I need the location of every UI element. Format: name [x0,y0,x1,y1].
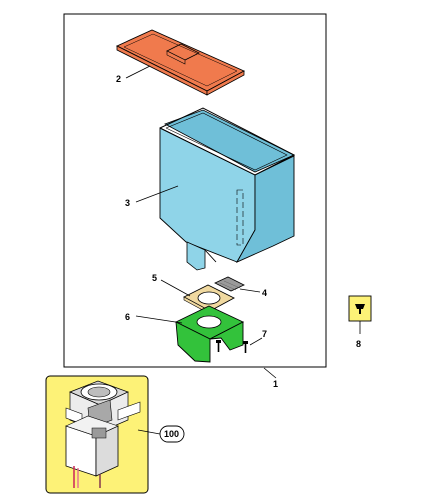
part-8[interactable] [348,295,372,322]
screen-hatch-1 [219,282,237,291]
hopper-level-window [236,189,244,246]
hopper-side-face [235,155,295,263]
callout-100[interactable]: 100 [164,429,179,439]
callout-5[interactable]: 5 [152,273,157,283]
screen-plate [214,276,245,292]
leader-line-2 [125,65,151,79]
lid-part[interactable] [115,29,246,96]
callout-4[interactable]: 4 [262,288,267,298]
bracket-part[interactable] [174,305,245,363]
lid-inner-rim [123,33,238,87]
leader-line-7 [249,337,263,346]
lid-boss-side [166,50,186,65]
screen-part[interactable] [214,276,245,292]
bracket-left-leg [175,321,211,363]
hopper-inner-rim [165,112,288,171]
assembly-right-flange [117,401,141,421]
leader-line-3 [135,185,179,203]
lid-end-face [206,70,245,96]
callout-8[interactable]: 8 [356,339,361,349]
hopper-outlet-edge [204,249,217,263]
callout-7[interactable]: 7 [262,329,267,339]
callout-100-badge [159,425,185,443]
callout-6[interactable]: 6 [125,312,130,322]
screw-left [216,340,221,352]
callout-1[interactable]: 1 [273,379,278,389]
hopper-outlet [186,241,206,271]
hopper-top-rim [159,107,296,176]
assembly-inlet-inner [87,386,111,398]
gasket-part[interactable] [183,284,235,315]
part-8-fastener-icon [355,304,365,314]
screw-right [243,341,248,353]
hopper-part[interactable] [159,107,296,271]
callout-2[interactable]: 2 [116,74,121,84]
leader-line-6 [135,315,183,324]
leader-line-100 [137,429,161,435]
screws-part[interactable] [216,340,248,353]
assembly-motor-label [91,427,107,439]
leader-line-1 [263,367,277,379]
assembly-frame [63,13,327,368]
gasket-hole [197,291,221,305]
screen-hatch-2 [223,280,241,289]
bracket-hole [196,315,222,329]
leader-line-4 [239,288,261,293]
callout-3[interactable]: 3 [125,198,130,208]
auger-assembly-inset[interactable] [45,375,149,494]
leader-line-5 [160,279,191,297]
